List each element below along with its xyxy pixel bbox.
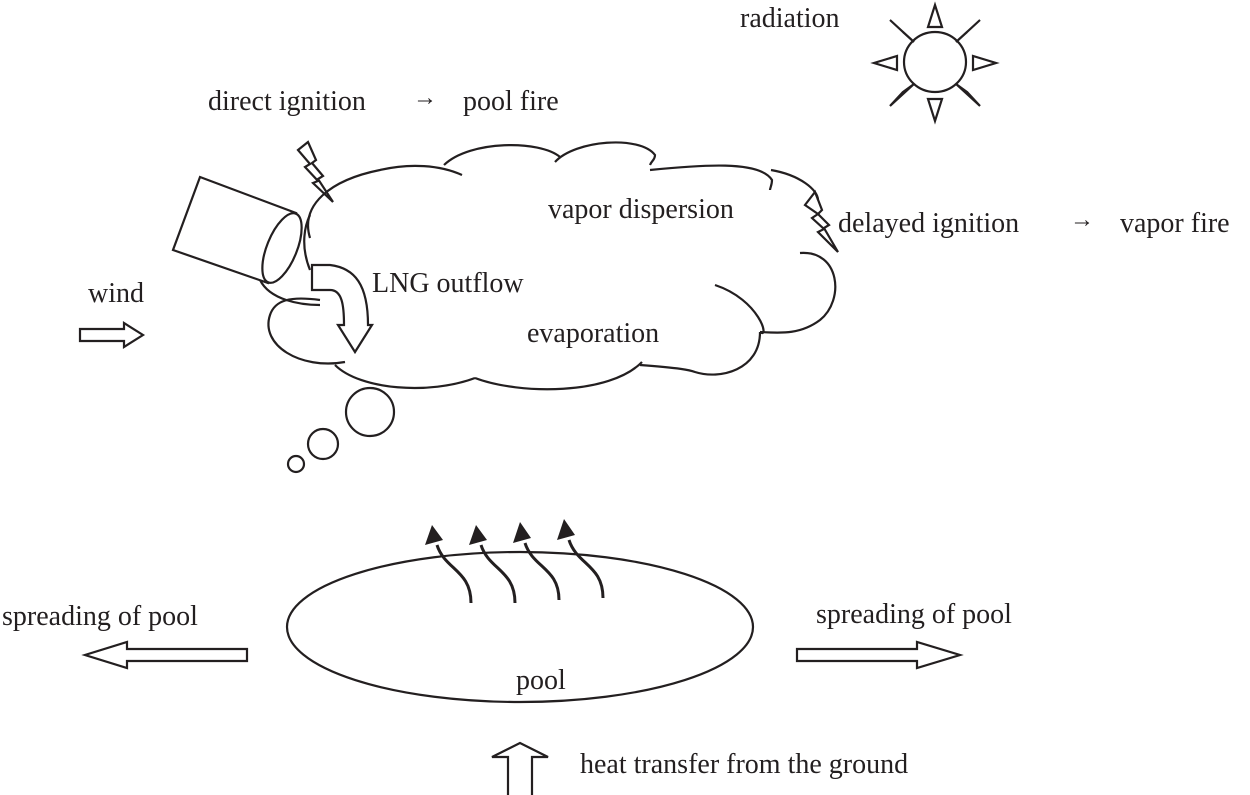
arrow-right-icon: → — [1070, 207, 1094, 233]
radiation-label: radiation — [740, 3, 840, 34]
evaporation-arrow-head — [513, 522, 531, 543]
wind-arrow-icon — [78, 321, 146, 349]
lightning-icon — [296, 140, 334, 203]
lng-outflow-arrow-icon — [310, 263, 374, 355]
evaporation-arrow-head — [469, 525, 487, 545]
spreading-right-arrow-icon — [795, 640, 964, 670]
pool-ellipse — [285, 550, 755, 704]
vapor-fire-label: vapor fire — [1120, 208, 1230, 239]
wind-label: wind — [88, 278, 144, 309]
spreading-left-arrow-icon — [81, 640, 249, 670]
pipe-icon — [171, 175, 303, 285]
evaporation-label: evaporation — [527, 318, 660, 349]
arrow-right-icon: → — [413, 85, 437, 111]
pool-label: pool — [516, 665, 566, 696]
heat-transfer-label: heat transfer from the ground — [580, 749, 909, 780]
delayed-ignition-label: delayed ignition — [838, 208, 1020, 239]
heat-transfer-arrow-icon — [491, 741, 549, 795]
pool-fire-label: pool fire — [463, 86, 559, 117]
direct-ignition-label: direct ignition — [208, 86, 366, 117]
evaporation-arrow-icon — [479, 544, 517, 604]
vapor-cloud — [259, 141, 837, 474]
evaporation-arrow-icon — [435, 544, 473, 604]
lightning-icon — [803, 189, 839, 253]
evaporation-arrow-head — [557, 519, 575, 540]
spreading-right-label: spreading of pool — [816, 599, 1012, 630]
lng-outflow-label: LNG outflow — [372, 268, 524, 299]
evaporation-arrow-icon — [523, 542, 561, 601]
spreading-left-label: spreading of pool — [2, 601, 198, 632]
sun-icon — [870, 1, 1000, 125]
vapor-dispersion-label: vapor dispersion — [548, 194, 734, 225]
evaporation-arrows — [425, 519, 605, 604]
evaporation-arrow-icon — [567, 539, 605, 599]
evaporation-arrow-head — [425, 525, 443, 545]
